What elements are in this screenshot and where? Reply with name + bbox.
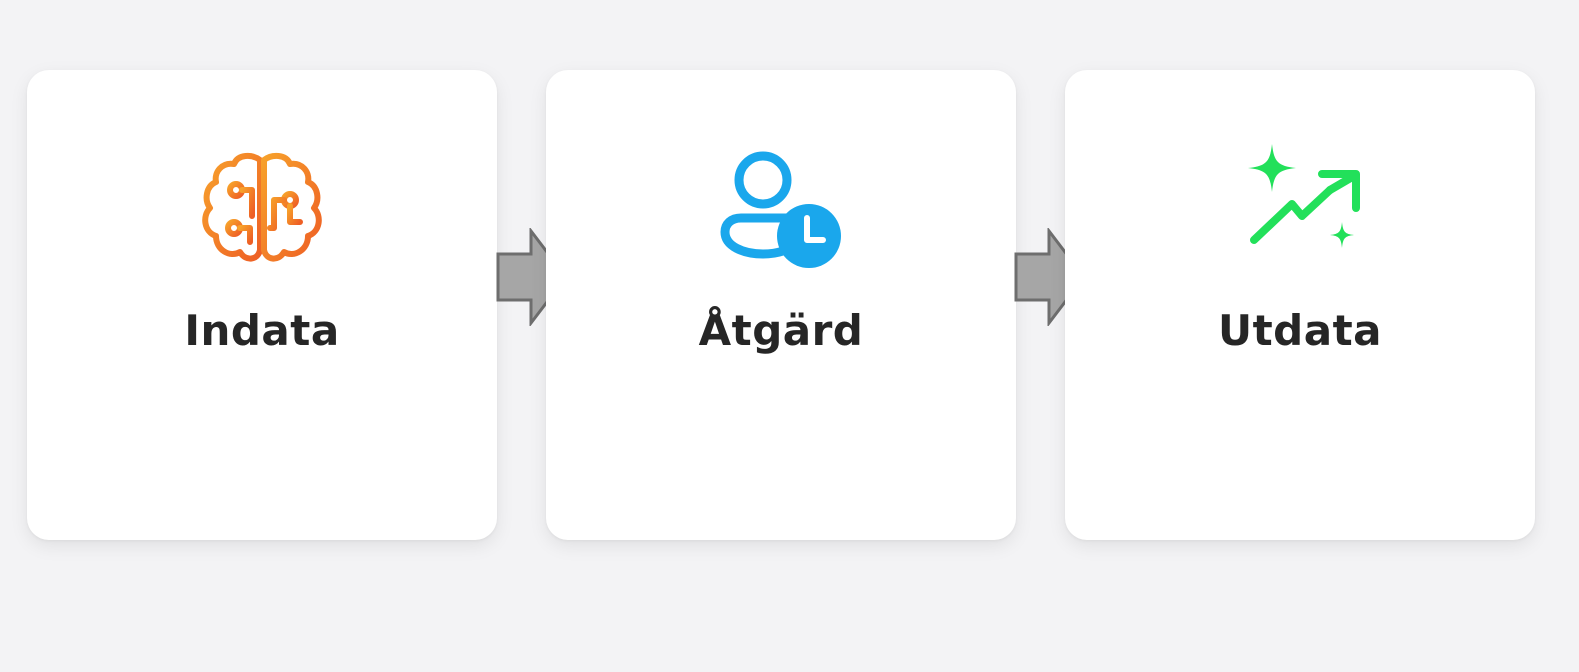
step-label: Utdata bbox=[1217, 306, 1382, 355]
step-card-input: Indata bbox=[27, 70, 497, 540]
step-card-action: Åtgärd bbox=[546, 70, 1016, 540]
step-label: Åtgärd bbox=[698, 306, 864, 355]
step-card-output: Utdata bbox=[1065, 70, 1535, 540]
brain-circuit-icon bbox=[192, 142, 332, 282]
step-label: Indata bbox=[184, 306, 340, 355]
user-clock-icon bbox=[711, 142, 851, 282]
trending-up-sparkles-icon bbox=[1230, 142, 1370, 282]
